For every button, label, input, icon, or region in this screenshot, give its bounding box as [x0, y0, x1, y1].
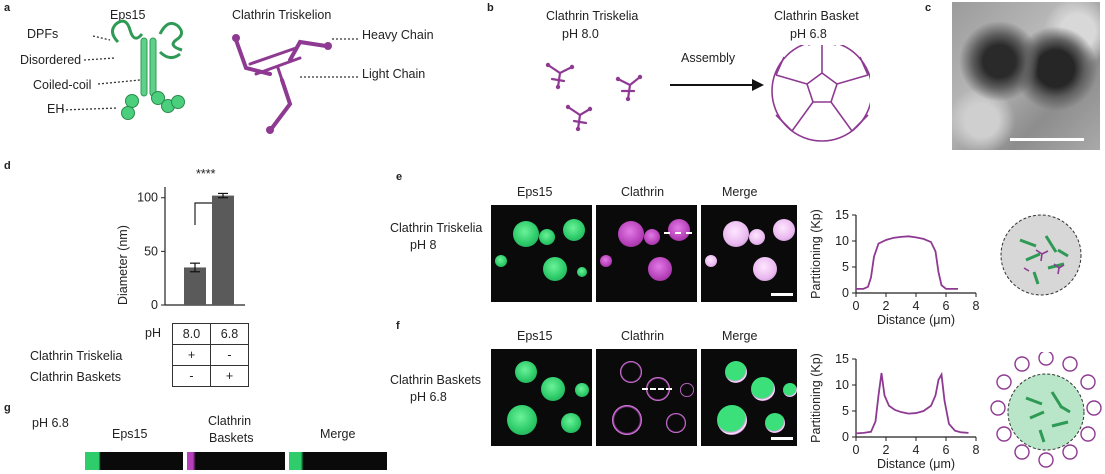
f-ytick-label: 10	[835, 378, 849, 392]
triskelia-icons	[548, 65, 640, 129]
e-ytick-label: 5	[842, 260, 849, 274]
g-col-eps15: Eps15	[112, 427, 147, 441]
ph-row-label: pH	[145, 326, 161, 340]
basket-ph: pH 6.8	[790, 27, 827, 41]
e-line-profile-marker	[664, 232, 692, 234]
triskelia-ph: pH 8.0	[562, 27, 599, 41]
e-scale-bar	[771, 293, 793, 296]
e-xtick-label: 2	[883, 299, 890, 313]
g-ph-label: pH 6.8	[32, 416, 69, 430]
f-xlabel: Distance (μm)	[877, 457, 955, 471]
f-xtick-label: 6	[943, 443, 950, 457]
f-xtick-label: 0	[853, 443, 860, 457]
f-profile-line	[856, 373, 969, 433]
e-ytick-label: 10	[835, 234, 849, 248]
baskets-row-label: Clathrin Baskets	[30, 370, 121, 384]
triskelia-row-label: Clathrin Triskelia	[30, 349, 122, 363]
panel-label-c: c	[925, 2, 931, 14]
f-col-clathrin: Clathrin	[621, 329, 664, 343]
e-row-label-1: Clathrin Triskelia	[390, 221, 482, 235]
f-droplet-schematic	[990, 352, 1102, 470]
g-clathrin-image	[187, 452, 285, 470]
e-clathrin-image	[596, 205, 697, 302]
e-droplet-schematic	[996, 210, 1086, 300]
g-eps15-image	[85, 452, 183, 470]
bar-8.0	[184, 267, 206, 305]
e-xtick-label: 8	[973, 299, 980, 313]
f-merge-image	[701, 349, 797, 446]
e-ylabel: Partitioning (Kp)	[809, 209, 823, 299]
bar-chart-ytick-label: 0	[151, 298, 158, 312]
e-xlabel: Distance (μm)	[877, 313, 955, 327]
e-eps15-image	[491, 205, 592, 302]
table-cell: 8.0	[173, 324, 211, 345]
basket-title: Clathrin Basket	[774, 9, 859, 23]
f-row-label-2: pH 6.8	[410, 390, 447, 404]
f-xtick-label: 2	[883, 443, 890, 457]
g-merge-image	[289, 452, 387, 470]
e-merge-image	[701, 205, 797, 302]
e-xtick-label: 6	[943, 299, 950, 313]
panel-label-g: g	[4, 402, 11, 414]
g-col-clathrin: Clathrin	[208, 414, 251, 428]
bar-chart-ytick-label: 50	[144, 244, 158, 258]
triskelia-title: Clathrin Triskelia	[546, 9, 638, 23]
panel-a-diagram	[0, 0, 450, 150]
f-xtick-label: 8	[973, 443, 980, 457]
panel-label-b: b	[487, 2, 494, 14]
e-col-eps15: Eps15	[517, 185, 552, 199]
eps15-protein-icon	[112, 21, 184, 119]
panel-b-diagram	[530, 45, 870, 155]
e-profile-line	[856, 236, 958, 289]
f-ytick-label: 5	[842, 404, 849, 418]
e-row-label-2: pH 8	[410, 238, 436, 252]
table-cell: -	[211, 345, 249, 366]
e-ytick-label: 0	[842, 286, 849, 300]
f-ytick-label: 15	[835, 352, 849, 366]
em-scale-bar	[1010, 138, 1084, 141]
table-cell: -	[173, 366, 211, 387]
table-cell: +	[211, 366, 249, 387]
f-ylabel: Partitioning (Kp)	[809, 353, 823, 443]
e-ytick-label: 15	[835, 208, 849, 222]
e-xtick-label: 0	[853, 299, 860, 313]
f-scale-bar	[771, 437, 793, 440]
f-col-eps15: Eps15	[517, 329, 552, 343]
panel-label-f: f	[396, 320, 400, 332]
f-clathrin-image	[596, 349, 697, 446]
bar-6.8	[212, 196, 234, 305]
f-row-label-1: Clathrin Baskets	[390, 373, 481, 387]
f-xtick-label: 4	[913, 443, 920, 457]
e-col-clathrin: Clathrin	[621, 185, 664, 199]
bar-chart-ytick-label: 100	[137, 191, 158, 205]
diameter-bar-chart: 0 50 100	[135, 175, 255, 315]
panel-label-d: d	[4, 160, 11, 172]
assembly-arrow	[670, 79, 764, 91]
e-xtick-label: 4	[913, 299, 920, 313]
f-ytick-label: 0	[842, 430, 849, 444]
panel-label-e: e	[396, 171, 402, 183]
table-cell: +	[173, 345, 211, 366]
g-col-merge: Merge	[320, 427, 355, 441]
bar-chart-ylabel: Diameter (nm)	[116, 225, 130, 305]
f-col-merge: Merge	[722, 329, 757, 343]
f-eps15-image	[491, 349, 592, 446]
g-col-baskets: Baskets	[209, 431, 253, 445]
clathrin-basket-icon	[772, 45, 870, 141]
f-line-profile-marker	[642, 388, 672, 390]
table-cell: 6.8	[211, 324, 249, 345]
e-col-merge: Merge	[722, 185, 757, 199]
em-micrograph	[952, 2, 1100, 150]
clathrin-triskelion-icon	[236, 40, 326, 128]
